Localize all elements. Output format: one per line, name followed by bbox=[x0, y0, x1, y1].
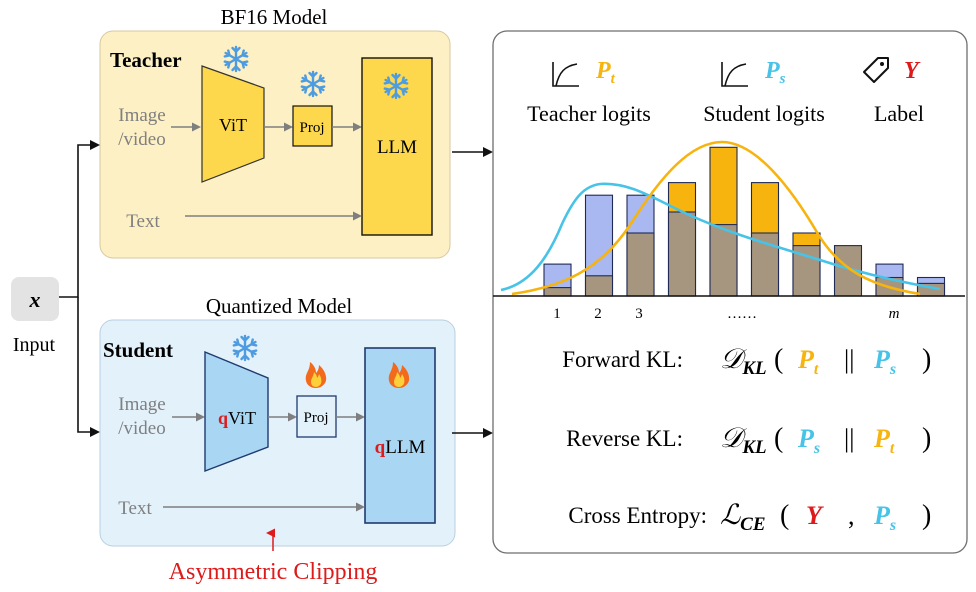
cross-entropy-label: Cross Entropy: bbox=[568, 503, 707, 528]
separator: , bbox=[848, 501, 855, 530]
teacher-proj-block bbox=[292, 105, 333, 147]
teacher-logits-label: Teacher logits bbox=[527, 101, 651, 126]
kl-operator: 𝒟KL bbox=[720, 344, 767, 379]
label-label: Label bbox=[874, 101, 924, 126]
shared-logit-bar bbox=[709, 224, 738, 297]
separator: || bbox=[844, 424, 854, 453]
x-tick-label: 1 bbox=[553, 306, 561, 322]
teacher-logits-curve bbox=[511, 140, 921, 296]
teacher-logits-symbol: Pt bbox=[595, 58, 616, 87]
student-distribution: Ps bbox=[873, 345, 896, 378]
asymmetric-clipping-label: Asymmetric Clipping bbox=[169, 559, 378, 585]
input-student-arrow bbox=[77, 297, 100, 437]
student-distribution: Ps bbox=[797, 424, 820, 457]
student-proj-label: Proj bbox=[303, 410, 328, 426]
student-vit-name: ViT bbox=[228, 408, 256, 428]
close-paren: ) bbox=[922, 344, 931, 375]
shared-logit-bar bbox=[584, 275, 614, 297]
x-tick-label: m bbox=[889, 306, 900, 322]
student-model-title: Quantized Model bbox=[206, 294, 353, 318]
teacher-distribution: Pt bbox=[797, 345, 819, 378]
student-text-label: Text bbox=[118, 498, 152, 519]
student-vit-label: qViT bbox=[218, 408, 256, 428]
open-paren: ( bbox=[780, 500, 789, 531]
open-paren: ( bbox=[774, 423, 783, 454]
teacher-text-label: Text bbox=[126, 211, 160, 232]
teacher-model-title: BF16 Model bbox=[221, 5, 328, 29]
label-symbol: Y bbox=[904, 58, 921, 84]
reverse-kl-label: Reverse KL: bbox=[566, 426, 683, 451]
shared-logit-bar bbox=[543, 287, 572, 297]
x-tick-label: 3 bbox=[635, 306, 643, 322]
separator: || bbox=[844, 345, 854, 374]
x-tick-label: 2 bbox=[594, 306, 602, 322]
label-distribution: Y bbox=[806, 501, 824, 530]
close-paren: ) bbox=[922, 423, 931, 454]
teacher-proj-label: Proj bbox=[299, 120, 324, 136]
input-label: Input bbox=[13, 334, 56, 356]
student-image-label: Image bbox=[118, 394, 165, 415]
student-video-label: /video bbox=[118, 418, 166, 439]
quantized-prefix: q bbox=[375, 437, 386, 458]
teacher-label: Teacher bbox=[110, 48, 182, 72]
teacher-vit-label: ViT bbox=[219, 115, 247, 135]
student-label: Student bbox=[103, 338, 173, 362]
x-tick-label: …… bbox=[727, 306, 757, 322]
student-llm-name: LLM bbox=[385, 437, 425, 458]
input-symbol: x bbox=[29, 287, 41, 312]
tag-icon bbox=[863, 57, 889, 83]
student-distribution: Ps bbox=[873, 501, 896, 534]
student-vit-block bbox=[204, 350, 269, 473]
quantized-prefix: q bbox=[218, 408, 228, 428]
teacher-llm-label: LLM bbox=[377, 137, 417, 158]
student-logits-label: Student logits bbox=[703, 101, 825, 126]
teacher-video-label: /video bbox=[118, 129, 166, 150]
teacher-image-label: Image bbox=[118, 105, 165, 126]
shared-logit-bar bbox=[667, 211, 697, 297]
close-paren: ) bbox=[922, 500, 931, 531]
ce-operator: ℒCE bbox=[720, 500, 766, 535]
forward-kl-formula: Forward KL: 𝒟KL ( Pt || Ps ) bbox=[562, 344, 931, 379]
logits-curves bbox=[500, 140, 941, 296]
student-logits-symbol: Ps bbox=[764, 58, 786, 87]
forward-kl-label: Forward KL: bbox=[562, 347, 683, 372]
teacher-distribution: Pt bbox=[873, 424, 895, 457]
cross-entropy-formula: Cross Entropy: ℒCE ( Y , Ps ) bbox=[568, 500, 931, 535]
student-proj-block bbox=[296, 395, 337, 438]
student-llm-label: qLLM bbox=[375, 437, 426, 458]
teacher-vit-block bbox=[201, 65, 265, 183]
student-llm-block bbox=[364, 347, 436, 524]
input-teacher-arrow bbox=[59, 140, 100, 298]
shared-logit-bar bbox=[626, 232, 655, 297]
reverse-kl-formula: Reverse KL: 𝒟KL ( Ps || Pt ) bbox=[566, 423, 931, 458]
input-box bbox=[11, 277, 59, 321]
open-paren: ( bbox=[774, 344, 783, 375]
